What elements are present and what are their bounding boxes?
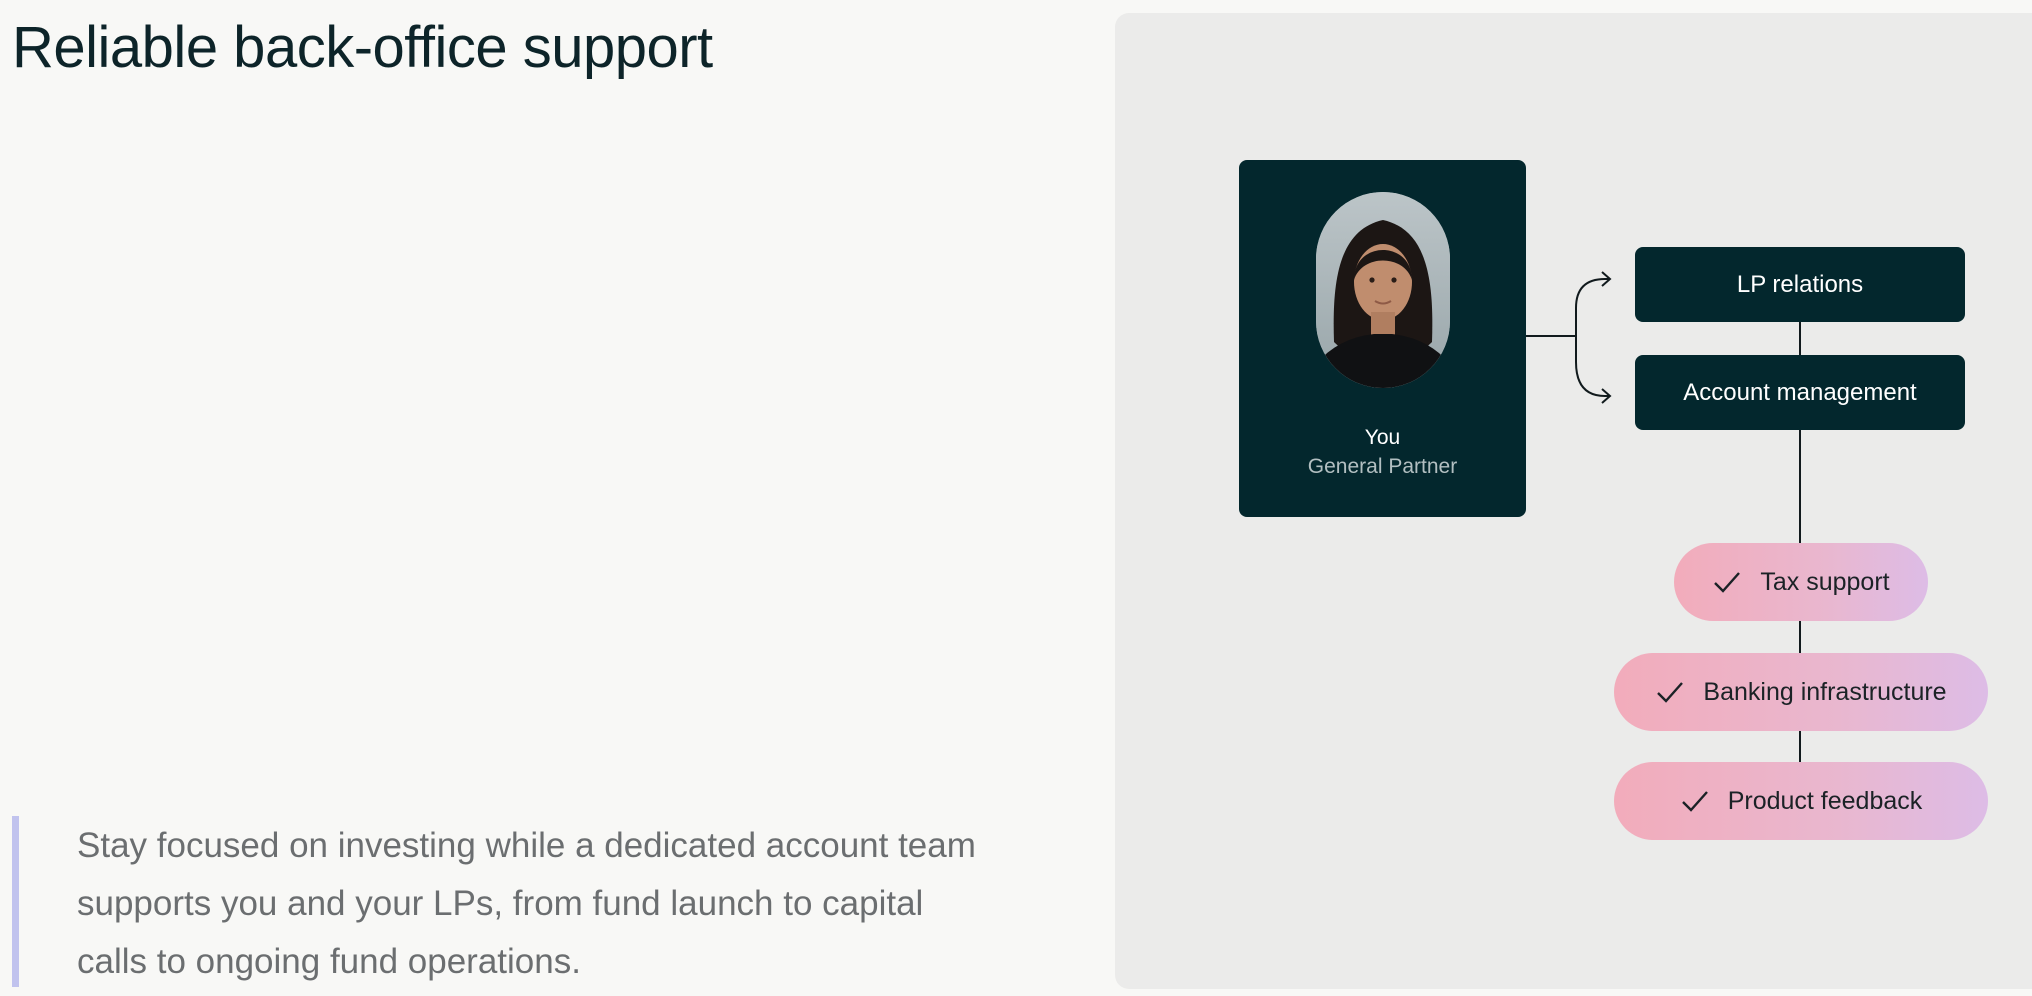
person-portrait-icon	[1316, 192, 1450, 388]
service-pill-banking-infrastructure: Banking infrastructure	[1614, 653, 1988, 731]
role-label: Account management	[1683, 378, 1917, 406]
quote-accent-bar	[12, 816, 19, 987]
branch-to-account-management	[1575, 336, 1610, 397]
diagram-connectors	[1526, 271, 1801, 762]
person-role: General Partner	[1307, 455, 1458, 478]
arrow-head-icon	[1601, 271, 1612, 287]
description-text: Stay focused on investing while a dedica…	[77, 826, 976, 981]
service-label: Product feedback	[1727, 786, 1923, 815]
service-pill-tax-support: Tax support	[1674, 543, 1928, 621]
role-label: LP relations	[1736, 270, 1864, 298]
check-icon	[1680, 786, 1710, 816]
role-box-account-management: Account management	[1635, 355, 1965, 430]
check-icon	[1655, 677, 1685, 707]
person-card: You General Partner	[1239, 160, 1526, 517]
check-icon	[1712, 567, 1742, 597]
service-label: Tax support	[1760, 567, 1890, 596]
service-label: Banking infrastructure	[1703, 677, 1947, 706]
page-title: Reliable back-office support	[12, 15, 713, 80]
role-box-lp-relations: LP relations	[1635, 247, 1965, 322]
service-pill-product-feedback: Product feedback	[1614, 762, 1988, 840]
person-name: You	[1364, 426, 1401, 449]
diagram-panel: You General Partner LP relations Account…	[1115, 13, 2032, 989]
arrow-head-icon	[1601, 388, 1612, 404]
branch-to-lp-relations	[1575, 278, 1610, 336]
